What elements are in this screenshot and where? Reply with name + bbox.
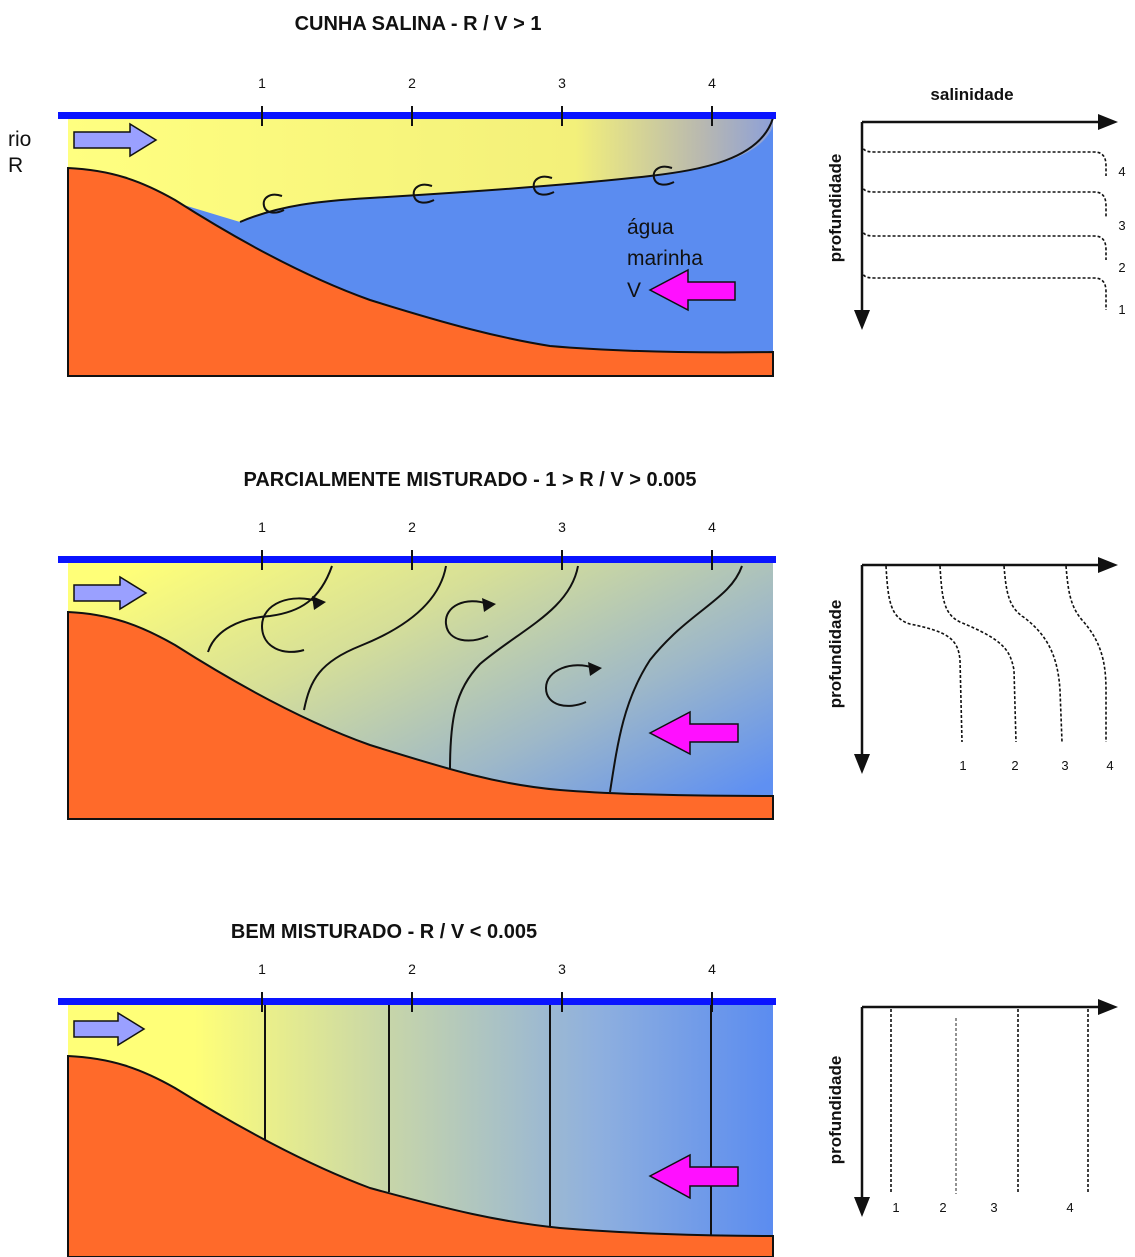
profile-3-label: 3 bbox=[990, 1200, 997, 1215]
station-1-label: 1 bbox=[258, 75, 266, 91]
eddy-icons bbox=[262, 165, 675, 214]
salinity-profile-3: 1 2 3 4 bbox=[854, 999, 1118, 1217]
profile-2-label: 2 bbox=[1118, 260, 1125, 275]
salinity-profile-1: 4 3 2 1 bbox=[854, 114, 1126, 330]
profile-4-label: 4 bbox=[1066, 1200, 1073, 1215]
sea-arrow-icon bbox=[648, 268, 736, 312]
panel-title: BEM MISTURADO - R / V < 0.005 bbox=[231, 921, 537, 943]
station-4-label: 4 bbox=[708, 519, 716, 535]
depth-axis-label: profundidade bbox=[826, 154, 845, 263]
isohaline-lines bbox=[264, 1004, 712, 1236]
profile-3-label: 3 bbox=[1118, 218, 1125, 233]
sea-arrow-icon bbox=[648, 710, 739, 756]
eddy-arrowheads bbox=[312, 596, 602, 676]
river-arrow-icon bbox=[73, 575, 148, 611]
station-3-label: 3 bbox=[558, 519, 566, 535]
profile-3-label: 3 bbox=[1061, 758, 1068, 773]
panel-well-mixed: BEM MISTURADO - R / V < 0.005 1 2 3 4 bbox=[58, 921, 1118, 1257]
salinity-axis-label: salinidade bbox=[930, 85, 1013, 104]
fresh-water-layer bbox=[68, 116, 773, 222]
station-2-label: 2 bbox=[408, 961, 416, 977]
river-label: rio bbox=[8, 128, 31, 151]
seabed bbox=[67, 1054, 774, 1257]
station-2-label: 2 bbox=[408, 75, 416, 91]
water-surface bbox=[58, 998, 776, 1005]
panel-title: PARCIALMENTE MISTURADO - 1 > R / V > 0.0… bbox=[243, 469, 696, 491]
station-1-label: 1 bbox=[258, 519, 266, 535]
halocline-line bbox=[239, 117, 774, 223]
station-1-label: 1 bbox=[258, 961, 266, 977]
station-ticks bbox=[261, 992, 713, 1012]
sea-arrow-icon bbox=[648, 1153, 739, 1200]
water-surface bbox=[58, 112, 776, 119]
station-4-label: 4 bbox=[708, 75, 716, 91]
station-ticks bbox=[261, 550, 713, 570]
profile-2-label: 2 bbox=[939, 1200, 946, 1215]
profile-1-label: 1 bbox=[1118, 302, 1125, 317]
profile-1-label: 1 bbox=[892, 1200, 899, 1215]
profile-1-label: 1 bbox=[959, 758, 966, 773]
river-arrow-icon bbox=[73, 122, 158, 158]
sea-symbol: V bbox=[627, 279, 641, 302]
profile-4-label: 4 bbox=[1118, 164, 1125, 179]
seabed bbox=[67, 166, 774, 377]
isohaline-lines bbox=[207, 565, 743, 793]
eddy-icons bbox=[260, 597, 595, 707]
sea-label-line1: água bbox=[627, 216, 674, 239]
station-2-label: 2 bbox=[408, 519, 416, 535]
panel-title: CUNHA SALINA - R / V > 1 bbox=[295, 13, 542, 35]
profile-2-label: 2 bbox=[1011, 758, 1018, 773]
seabed bbox=[67, 610, 774, 820]
station-3-label: 3 bbox=[558, 75, 566, 91]
depth-axis-label: profundidade bbox=[826, 1056, 845, 1165]
sea-label-line2: marinha bbox=[627, 247, 703, 270]
profile-4-label: 4 bbox=[1106, 758, 1113, 773]
water-surface bbox=[58, 556, 776, 563]
depth-axis-label: profundidade bbox=[826, 600, 845, 709]
river-arrow-icon bbox=[73, 1011, 146, 1047]
station-4-label: 4 bbox=[708, 961, 716, 977]
salinity-profile-2: 1 2 3 4 bbox=[854, 557, 1118, 774]
river-symbol: R bbox=[8, 154, 23, 177]
panel-salt-wedge: CUNHA SALINA - R / V > 1 1 2 3 4 r bbox=[8, 13, 1126, 377]
station-3-label: 3 bbox=[558, 961, 566, 977]
station-ticks bbox=[261, 106, 713, 126]
panel-partially-mixed: PARCIALMENTE MISTURADO - 1 > R / V > 0.0… bbox=[58, 469, 1118, 820]
